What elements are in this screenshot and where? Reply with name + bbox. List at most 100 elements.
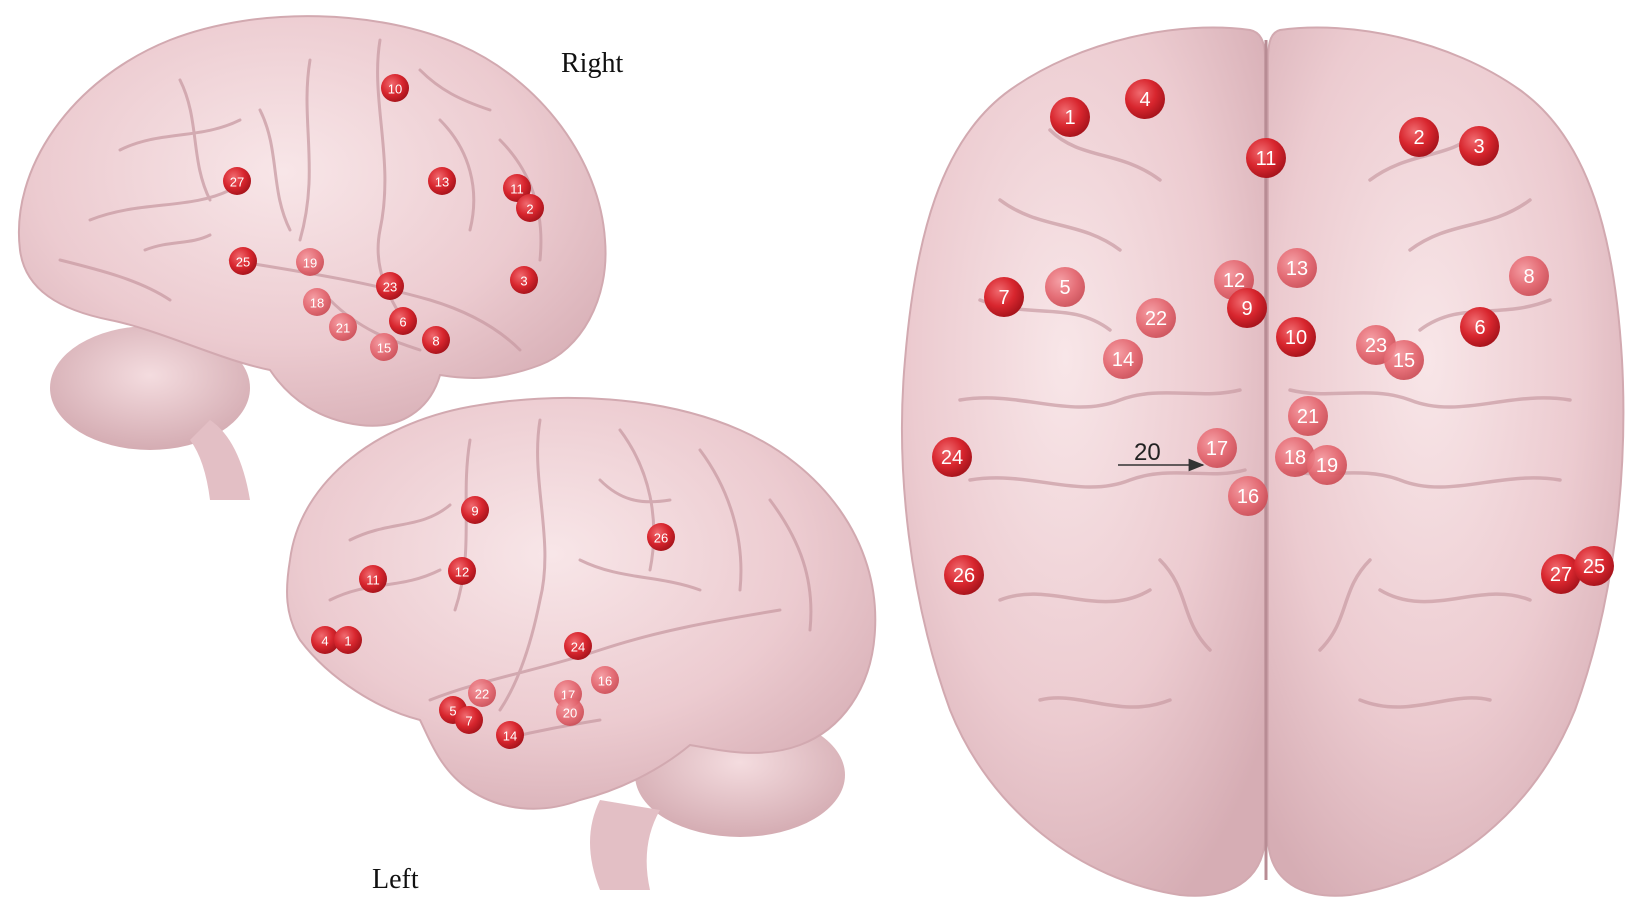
node-label: 20 [563, 706, 577, 721]
node-21: 21 [1288, 396, 1328, 436]
node-26: 26 [944, 555, 984, 595]
node-9: 9 [1227, 288, 1267, 328]
node-label: 21 [336, 321, 350, 336]
node-label: 3 [1473, 136, 1484, 158]
node-21: 21 [329, 313, 357, 341]
node-14: 14 [1103, 339, 1143, 379]
node-19: 19 [1307, 445, 1347, 485]
node-label: 6 [1474, 317, 1485, 339]
node-26: 26 [647, 523, 675, 551]
node-14: 14 [496, 721, 524, 749]
node-label: 27 [230, 175, 244, 190]
node-label: 9 [1241, 298, 1252, 320]
brainstem-shape [190, 420, 250, 500]
node-10: 10 [381, 74, 409, 102]
node-label: 10 [1285, 327, 1307, 349]
left-view-label: Left [372, 864, 419, 895]
node-label: 11 [366, 573, 380, 588]
node-label: 15 [377, 341, 391, 356]
node-11: 11 [1246, 138, 1286, 178]
node-label: 7 [998, 287, 1009, 309]
node-label: 11 [510, 182, 524, 197]
node-11: 11 [359, 565, 387, 593]
node-6: 6 [389, 307, 417, 335]
node-12: 12 [448, 557, 476, 585]
node-1: 1 [334, 626, 362, 654]
node-label: 18 [310, 296, 324, 311]
node-label: 19 [303, 256, 317, 271]
node-24: 24 [932, 437, 972, 477]
node-8: 8 [1509, 256, 1549, 296]
node-4: 4 [1125, 79, 1165, 119]
node-2: 2 [1399, 117, 1439, 157]
cerebrum-shape [287, 398, 875, 809]
node-label: 5 [1059, 277, 1070, 299]
node-16: 16 [1228, 476, 1268, 516]
node-label: 24 [941, 447, 963, 469]
node-label: 18 [1284, 447, 1306, 469]
node-label: 14 [1112, 349, 1134, 371]
node-label: 2 [1413, 127, 1424, 149]
node-27: 27 [223, 167, 251, 195]
node-23: 23 [376, 272, 404, 300]
node-8: 8 [422, 326, 450, 354]
node-label: 13 [435, 175, 449, 190]
node-18: 18 [303, 288, 331, 316]
node-label: 14 [503, 729, 517, 744]
node-16: 16 [591, 666, 619, 694]
node-label: 24 [571, 640, 585, 655]
node-7: 7 [984, 277, 1024, 317]
node-label: 27 [1550, 564, 1572, 586]
node-19: 19 [296, 248, 324, 276]
node-label: 8 [1523, 266, 1534, 288]
brainstem-shape [590, 800, 660, 890]
node-label: 7 [465, 714, 472, 729]
node-label: 16 [1237, 486, 1259, 508]
node-13: 13 [1277, 248, 1317, 288]
node-label: 9 [471, 504, 478, 519]
node-label: 4 [1139, 89, 1150, 111]
node-label: 25 [1583, 556, 1605, 578]
node-label: 25 [236, 255, 250, 270]
annotation-label: 20 [1134, 439, 1161, 466]
right-view-label: Right [561, 48, 623, 79]
node-label: 2 [526, 202, 533, 217]
node-label: 1 [344, 634, 351, 649]
node-label: 22 [1145, 308, 1167, 330]
node-label: 23 [383, 280, 397, 295]
node-label: 8 [432, 334, 439, 349]
node-label: 19 [1316, 455, 1338, 477]
node-22: 22 [468, 679, 496, 707]
node-label: 3 [520, 274, 527, 289]
node-10: 10 [1276, 317, 1316, 357]
node-label: 11 [1256, 148, 1277, 170]
node-label: 12 [455, 565, 469, 580]
node-17: 17 [1197, 428, 1237, 468]
node-7: 7 [455, 706, 483, 734]
node-9: 9 [461, 496, 489, 524]
node-25: 25 [229, 247, 257, 275]
node-22: 22 [1136, 298, 1176, 338]
node-label: 4 [321, 634, 328, 649]
node-label: 26 [953, 565, 975, 587]
node-5: 5 [1045, 267, 1085, 307]
node-1: 1 [1050, 97, 1090, 137]
node-label: 15 [1393, 350, 1415, 372]
node-label: 23 [1365, 335, 1387, 357]
node-label: 6 [399, 315, 406, 330]
node-25: 25 [1574, 546, 1614, 586]
node-label: 22 [475, 687, 489, 702]
node-13: 13 [428, 167, 456, 195]
node-15: 15 [1384, 340, 1424, 380]
node-3: 3 [1459, 126, 1499, 166]
node-label: 1 [1064, 107, 1075, 129]
node-label: 10 [388, 82, 402, 97]
node-6: 6 [1460, 307, 1500, 347]
node-label: 26 [654, 531, 668, 546]
node-2: 2 [516, 194, 544, 222]
node-label: 13 [1286, 258, 1308, 280]
node-24: 24 [564, 632, 592, 660]
node-label: 21 [1297, 406, 1319, 428]
node-3: 3 [510, 266, 538, 294]
